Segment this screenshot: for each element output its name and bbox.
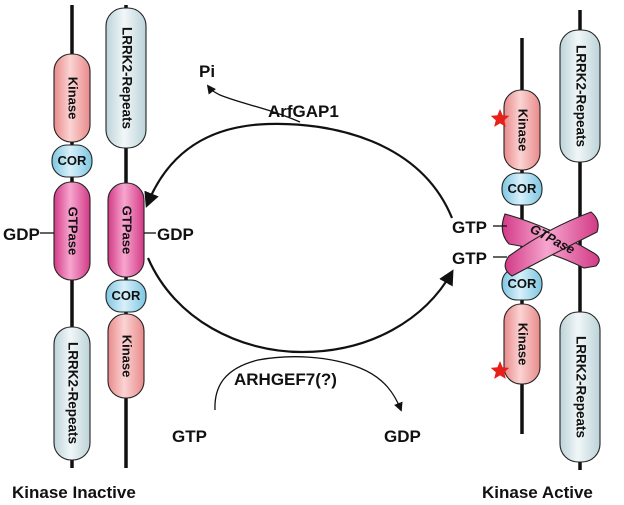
gtpase-cycle: Pi ArfGAP1 ARHGEF7(?) GTP GDP — [144, 62, 454, 446]
inactive-gtpase-domain-a: GTPase — [53, 181, 91, 281]
gtp-in-label: GTP — [172, 427, 207, 446]
svg-text:LRRK2-Repeats: LRRK2-Repeats — [65, 342, 80, 444]
active-repeats-domain-b: LRRK2-Repeats — [559, 311, 601, 463]
hydrolysis-arrow — [144, 122, 454, 219]
svg-text:Kinase: Kinase — [120, 335, 135, 378]
state-caption-active: Kinase Active — [482, 483, 593, 502]
svg-text:GTPase: GTPase — [66, 207, 81, 255]
svg-text:LRRK2-Repeats: LRRK2-Repeats — [573, 45, 588, 147]
active-cor-domain-a: COR — [501, 172, 543, 206]
phospho-star-icon-a — [490, 109, 510, 127]
svg-text:COR: COR — [508, 276, 538, 291]
svg-text:LRRK2-Repeats: LRRK2-Repeats — [573, 336, 588, 438]
gtpase-dimer-front — [504, 211, 599, 277]
gdp-out-label: GDP — [384, 427, 421, 446]
inactive-kinase-domain-b: Kinase — [107, 313, 145, 399]
inactive-cor-domain-b: COR — [105, 279, 147, 313]
nucleotide-exchange-arrow — [214, 356, 403, 412]
svg-text:Kinase: Kinase — [66, 77, 81, 120]
active-gtpase-dimer: GTPase — [501, 211, 600, 277]
svg-text:COR: COR — [58, 153, 88, 168]
inactive-repeats-domain-a: LRRK2-Repeats — [53, 326, 91, 461]
state-caption-inactive: Kinase Inactive — [12, 483, 136, 502]
svg-text:COR: COR — [112, 288, 142, 303]
active-repeats-domain-a: LRRK2-Repeats — [559, 29, 601, 163]
active-kinase-domain-b: Kinase — [503, 303, 541, 385]
inactive-complex: Kinase COR GTPase LRRK2-Repeats LRRK2-Re… — [3, 5, 194, 468]
gef-enzyme-label: ARHGEF7(?) — [234, 370, 337, 389]
inactive-kinase-domain-a: Kinase — [53, 53, 91, 143]
inactive-repeats-domain-b: LRRK2-Repeats — [105, 7, 147, 149]
gdp-label-b: GDP — [157, 225, 194, 244]
gtp-label-a: GTP — [452, 218, 487, 237]
svg-text:GTPase: GTPase — [120, 206, 135, 254]
exchange-arrow — [146, 257, 454, 354]
active-kinase-domain-a: Kinase — [503, 89, 541, 171]
svg-text:COR: COR — [508, 181, 538, 196]
gap-enzyme-label: ArfGAP1 — [268, 102, 339, 121]
pi-label: Pi — [199, 62, 215, 81]
pi-release-arrow — [206, 84, 301, 123]
active-complex: Kinase COR COR Kinase LRRK2-Repeats LRRK… — [452, 10, 601, 470]
svg-text:LRRK2-Repeats: LRRK2-Repeats — [119, 27, 134, 129]
gdp-label-a: GDP — [3, 225, 40, 244]
gtp-label-b: GTP — [452, 249, 487, 268]
svg-text:Kinase: Kinase — [516, 109, 531, 152]
inactive-cor-domain-a: COR — [51, 144, 93, 178]
phospho-star-icon-b — [490, 361, 510, 379]
inactive-gtpase-domain-b: GTPase — [107, 182, 145, 278]
svg-text:Kinase: Kinase — [516, 323, 531, 366]
